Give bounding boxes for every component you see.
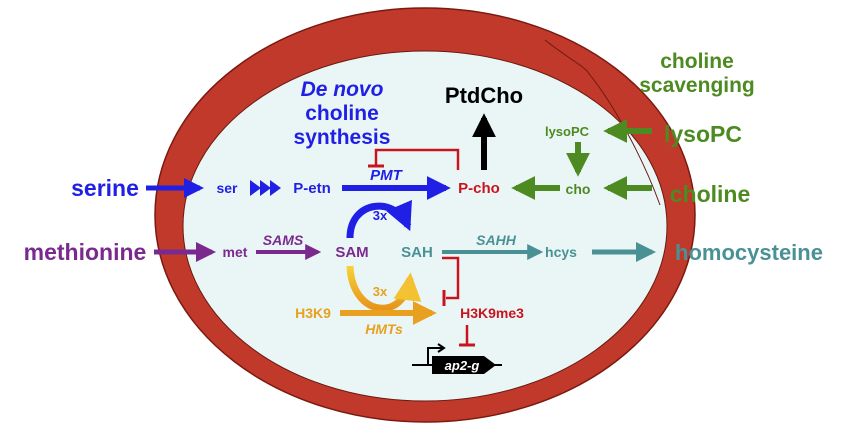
ptdcho-label: PtdCho [445,83,523,108]
p-cho-label: P-cho [458,180,500,197]
gene-ap2g-label: ap2-g [445,358,480,373]
choline-outer-label: choline [670,181,751,207]
met-label: met [223,244,248,260]
three-x-top-label: 3x [373,208,388,223]
lysopc-outer-label: lysoPC [664,121,742,147]
pcho-inhibits-pmt [374,148,460,170]
h3k9-label: H3K9 [295,305,331,321]
gene-ap2g-box [432,356,496,374]
pmt-enzyme-label: PMT [370,167,404,184]
sams-enzyme-label: SAMS [263,232,304,248]
serine-outer-label: serine [71,175,139,201]
arc-hmt-sam-to-sah [346,265,422,312]
cho-label: cho [566,181,591,197]
de-novo-title-line1: De novo [301,78,384,101]
transcription-start-icon [427,343,446,365]
scavenging-title-line2: scavenging [639,74,755,97]
de-novo-title-line3: synthesis [294,126,391,149]
cell-wall-notch-edge [544,39,661,206]
sahh-enzyme-label: SAHH [476,232,517,248]
cell-wall-notch [540,22,720,120]
h3k9me3-label: H3K9me3 [460,305,524,321]
de-novo-title-line2: choline [305,102,379,125]
hmts-enzyme-label: HMTs [365,321,403,337]
arc-sam-to-sah [346,199,412,239]
sah-label: SAH [401,244,433,261]
lysopc-inner-label: lysoPC [545,124,590,139]
multi-step-arrowheads [250,180,281,196]
homocysteine-outer-label: homocysteine [675,240,823,265]
sam-label: SAM [335,244,368,261]
ser-label: ser [216,180,238,196]
sah-inhibits-hmts [442,256,460,300]
p-etn-label: P-etn [293,180,331,197]
hcys-label: hcys [545,244,577,260]
three-x-bottom-label: 3x [373,284,388,299]
scavenging-title-line1: choline [660,50,734,73]
cytoplasm [182,50,668,402]
methionine-outer-label: methionine [24,239,147,265]
